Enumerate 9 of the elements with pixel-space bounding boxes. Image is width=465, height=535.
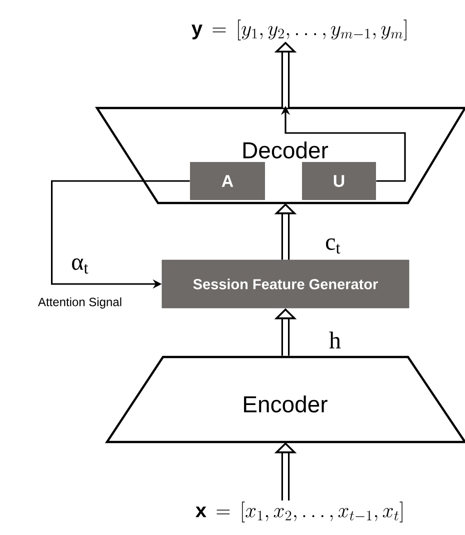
edge-label: c$_{t}$ <box>326 238 340 254</box>
module-box: U <box>302 162 376 200</box>
edge-label: h <box>329 332 341 348</box>
module-box: A <box>190 162 265 200</box>
formula: $\mathbf{y} \,=\, [y_1, y_2, \ldots, y_{m-1}, y_m]$ <box>192 20 406 40</box>
annotation-text: Attention Signal <box>38 297 122 309</box>
edge-label: α$_{t}$ <box>72 258 88 274</box>
generator-box: Session Feature Generator <box>162 260 410 308</box>
formula: $\mathbf{x} \,=\, [x_1, x_2, \ldots, x_{t-1}, x_t]$ <box>196 502 402 522</box>
